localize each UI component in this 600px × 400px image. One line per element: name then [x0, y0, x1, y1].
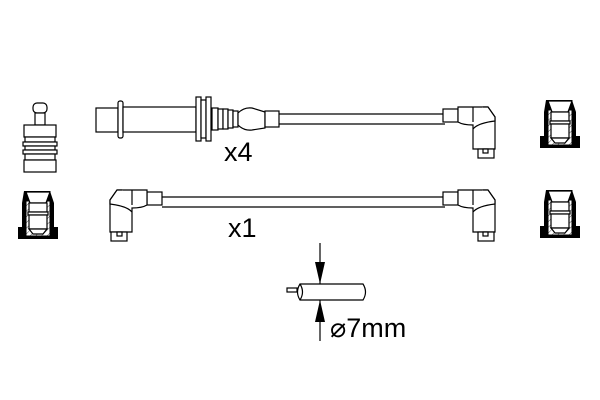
- distributor-cap-terminal: [539, 99, 581, 149]
- arrow-up-icon: [315, 300, 325, 322]
- diameter-label: ⌀7mm: [330, 313, 406, 343]
- distributor-cap-terminal: [539, 189, 581, 239]
- quantity-label-x1: x1: [228, 213, 257, 243]
- quantity-label-x4: x4: [224, 137, 253, 167]
- arrow-down-icon: [315, 262, 325, 284]
- cable-diameter-detail: [286, 243, 367, 341]
- spark-plug-terminal: [22, 102, 58, 173]
- coil-cable: [109, 189, 496, 242]
- spark-plug-cable: [95, 96, 496, 159]
- distributor-cap-terminal: [17, 190, 59, 240]
